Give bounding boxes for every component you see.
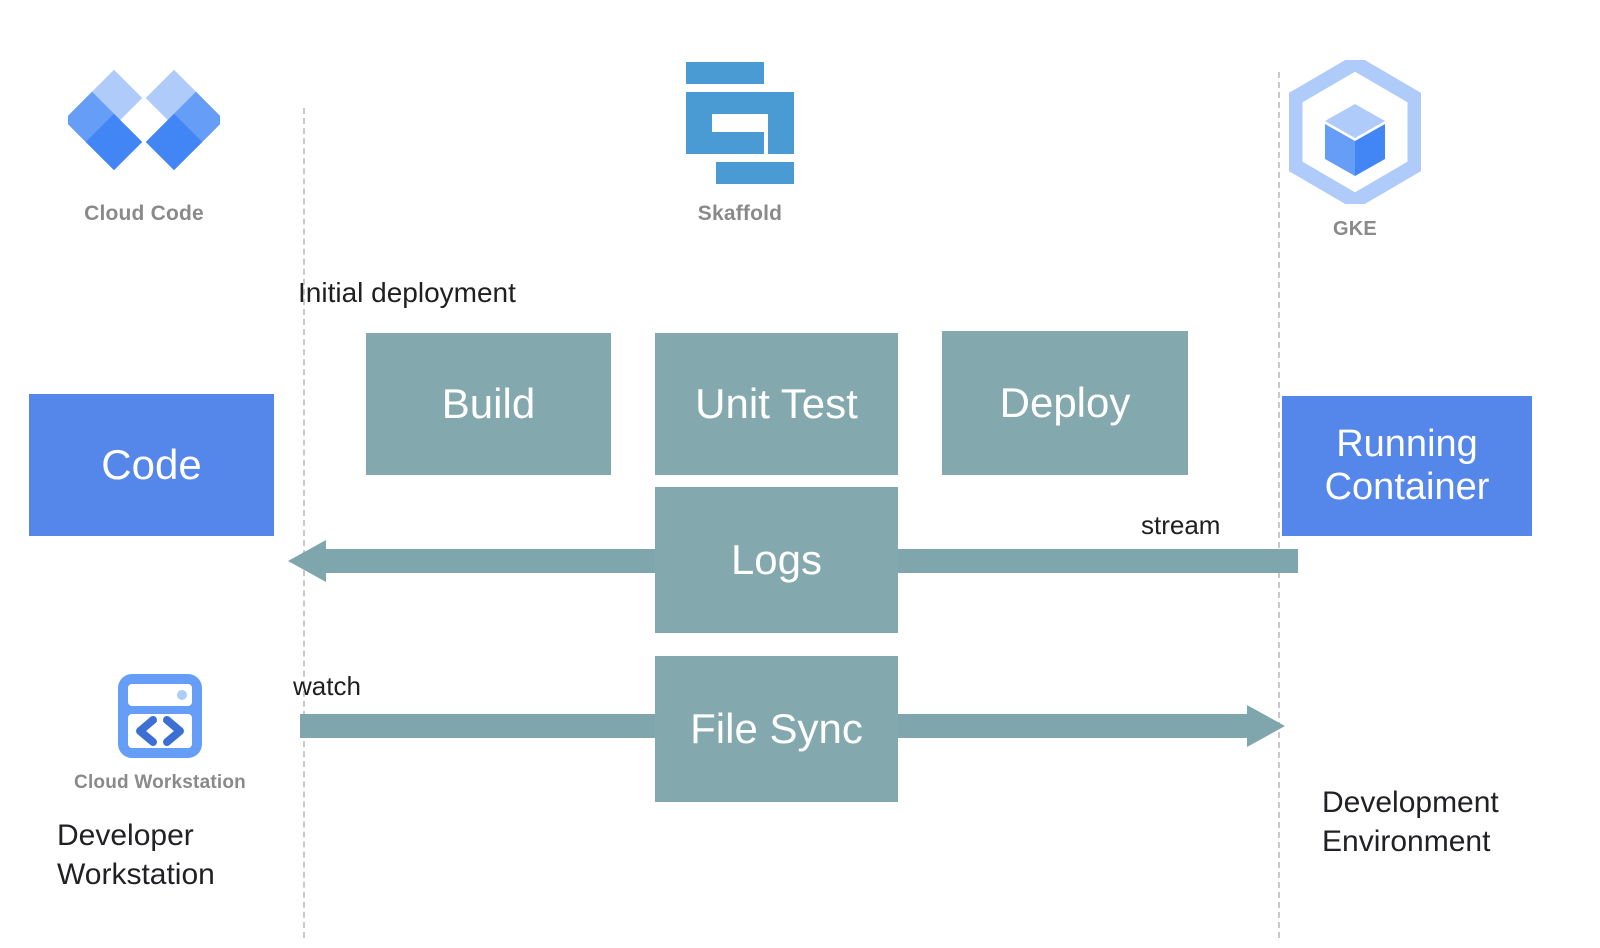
label-initial-deployment: Initial deployment [298, 277, 516, 308]
node-running-container-label-line2: Container [1324, 466, 1490, 508]
label-watch: watch [293, 671, 361, 701]
logo-caption-cloud-workstation: Cloud Workstation [74, 772, 246, 793]
cloud-code-diamonds-icon [68, 69, 220, 171]
logo-gke: GKE [1240, 60, 1470, 241]
logo-cloud-code: Cloud Code [24, 68, 264, 226]
node-build-label: Build [441, 380, 536, 428]
node-logs[interactable]: Logs [655, 487, 898, 633]
label-development-environment-line1: Development [1322, 786, 1499, 819]
logo-cloud-workstation: Cloud Workstation [60, 668, 260, 794]
label-stream: stream [1141, 510, 1221, 540]
node-logs-label: Logs [730, 536, 823, 584]
gke-hexagon-cube-icon [1289, 60, 1421, 204]
node-running-container[interactable]: Running Container [1282, 396, 1532, 536]
node-unit-test[interactable]: Unit Test [655, 333, 898, 475]
node-deploy[interactable]: Deploy [942, 331, 1188, 475]
node-code[interactable]: Code [29, 394, 274, 536]
node-deploy-label: Deploy [999, 379, 1131, 427]
label-developer-workstation-line2: Workstation [57, 858, 215, 891]
node-file-sync-label: File Sync [690, 705, 863, 753]
node-unit-test-label: Unit Test [695, 380, 858, 428]
node-running-container-label-line1: Running [1336, 423, 1478, 466]
boundary-line-development-environment [1278, 72, 1280, 938]
logo-caption-cloud-code: Cloud Code [84, 202, 204, 225]
logo-caption-gke: GKE [1333, 218, 1377, 240]
node-code-label: Code [101, 441, 202, 489]
node-file-sync[interactable]: File Sync [655, 656, 898, 802]
boundary-line-developer-workstation [303, 108, 305, 938]
label-development-environment: Development Environment [1322, 783, 1499, 861]
label-developer-workstation-line1: Developer [57, 819, 194, 852]
label-developer-workstation: Developer Workstation [57, 816, 215, 894]
logo-skaffold: Skaffold [620, 62, 860, 226]
label-development-environment-line2: Environment [1322, 825, 1491, 858]
skaffold-logo-icon [686, 62, 794, 184]
node-build[interactable]: Build [366, 333, 611, 475]
logo-caption-skaffold: Skaffold [697, 202, 783, 225]
cloud-workstation-icon [118, 674, 202, 758]
